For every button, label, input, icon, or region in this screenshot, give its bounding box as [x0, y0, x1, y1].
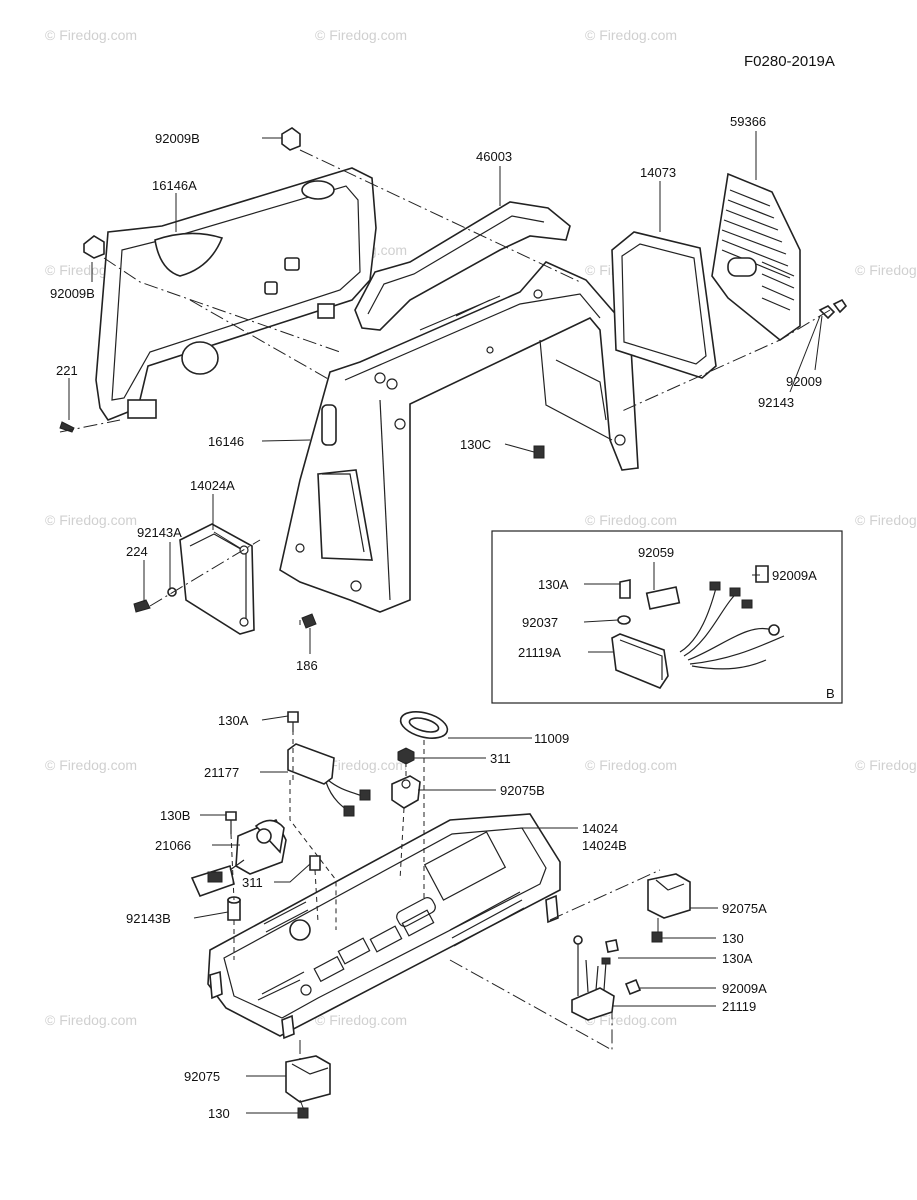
- watermark: © Firedog.com: [585, 512, 677, 528]
- watermark: © Firedog.com: [585, 27, 677, 43]
- watermark: © Firedog.com: [315, 27, 407, 43]
- handle-46003: [354, 201, 571, 331]
- callout-14024: 14024: [582, 821, 618, 836]
- callout-21119A: 21119A: [518, 645, 561, 660]
- callout-92075B: 92075B: [500, 783, 545, 798]
- callout-16146A: 16146A: [152, 178, 197, 193]
- callout-21119: 21119: [722, 999, 756, 1014]
- callout-186: 186: [296, 658, 318, 673]
- callout-92009: 92009: [786, 374, 822, 389]
- callout-130B: 130B: [160, 808, 190, 823]
- callout-130A-inset: 130A: [538, 577, 569, 592]
- callout-92009B-left: 92009B: [50, 286, 95, 301]
- callout-59366: 59366: [730, 114, 766, 129]
- callout-311-a: 311: [490, 751, 511, 766]
- callout-130A-b: 130A: [722, 951, 753, 966]
- leader-lines: [68, 131, 823, 1114]
- callout-92009B-top: 92009B: [155, 131, 200, 146]
- callout-46003: 46003: [476, 149, 512, 164]
- watermark: © Firedog.com: [315, 757, 407, 773]
- figure-code: F0280-2019A: [744, 53, 835, 70]
- callout-92059: 92059: [638, 545, 674, 560]
- callout-21066: 21066: [155, 838, 191, 853]
- rectifier-21119: [571, 935, 642, 1021]
- mount-92075: [285, 1055, 331, 1103]
- spacer-92143B: [227, 896, 241, 921]
- callout-92009A-b: 92009A: [722, 981, 767, 996]
- construction-lines-upper: [59, 149, 831, 625]
- watermark: © Firedog.com: [315, 1012, 407, 1028]
- callout-221: 221: [56, 363, 78, 378]
- panel-14073: [611, 231, 717, 379]
- callout-311-b: 311: [242, 875, 263, 890]
- callout-224: 224: [126, 544, 148, 559]
- watermark: © Firedog.com: [45, 757, 137, 773]
- nut-311: [397, 747, 415, 765]
- standoff-311: [309, 855, 321, 871]
- module-21177: [287, 743, 371, 817]
- grille-59366: [711, 172, 801, 342]
- inset-label: B: [826, 686, 835, 701]
- callout-92143B: 92143B: [126, 911, 171, 926]
- bolt-130-right: [651, 931, 663, 943]
- callout-labels: 92009B 16146A 92009B 221 46003 14073 593…: [50, 114, 822, 1121]
- callout-21177: 21177: [204, 765, 239, 780]
- callout-92143A: 92143A: [137, 525, 182, 540]
- watermark: © Firedog.com: [45, 27, 137, 43]
- callout-14024A: 14024A: [190, 478, 235, 493]
- callout-92075: 92075: [184, 1069, 220, 1084]
- callout-92075A: 92075A: [722, 901, 767, 916]
- inset-box-b: B: [491, 530, 843, 704]
- bolt-130B: [225, 811, 237, 834]
- callout-92143: 92143: [758, 395, 794, 410]
- callout-130-b: 130: [208, 1106, 230, 1121]
- watermark: © Firedog.com: [585, 757, 677, 773]
- bolt-130-bottom: [297, 1107, 309, 1119]
- side-cover-16146A: [95, 167, 377, 421]
- main-frame-16146: [279, 261, 639, 613]
- watermark: © Firedog.com: [45, 512, 137, 528]
- callout-14073: 14073: [640, 165, 676, 180]
- watermark: © Firedog.com: [855, 757, 917, 773]
- watermark: © Firedog.com: [855, 262, 917, 278]
- callout-130A-a: 130A: [218, 713, 249, 728]
- callout-92037: 92037: [522, 615, 558, 630]
- bolt-130A: [287, 711, 299, 732]
- device-21066: [190, 818, 287, 898]
- callout-130-a: 130: [722, 931, 744, 946]
- mount-92075A: [647, 873, 691, 919]
- panel-14024A: [179, 523, 255, 635]
- watermark: © Firedog.com: [585, 1012, 677, 1028]
- mount-92075B: [391, 775, 421, 809]
- watermark: © Firedog.com: [855, 512, 917, 528]
- base-plate-14024: [207, 813, 561, 1040]
- watermark: © Firedog.com: [45, 1012, 137, 1028]
- callout-14024B: 14024B: [582, 838, 627, 853]
- callout-130C: 130C: [460, 437, 491, 452]
- callout-16146: 16146: [208, 434, 244, 449]
- callout-92009A-inset: 92009A: [772, 568, 817, 583]
- callout-11009: 11009: [534, 731, 569, 746]
- grommet-11009: [399, 711, 449, 739]
